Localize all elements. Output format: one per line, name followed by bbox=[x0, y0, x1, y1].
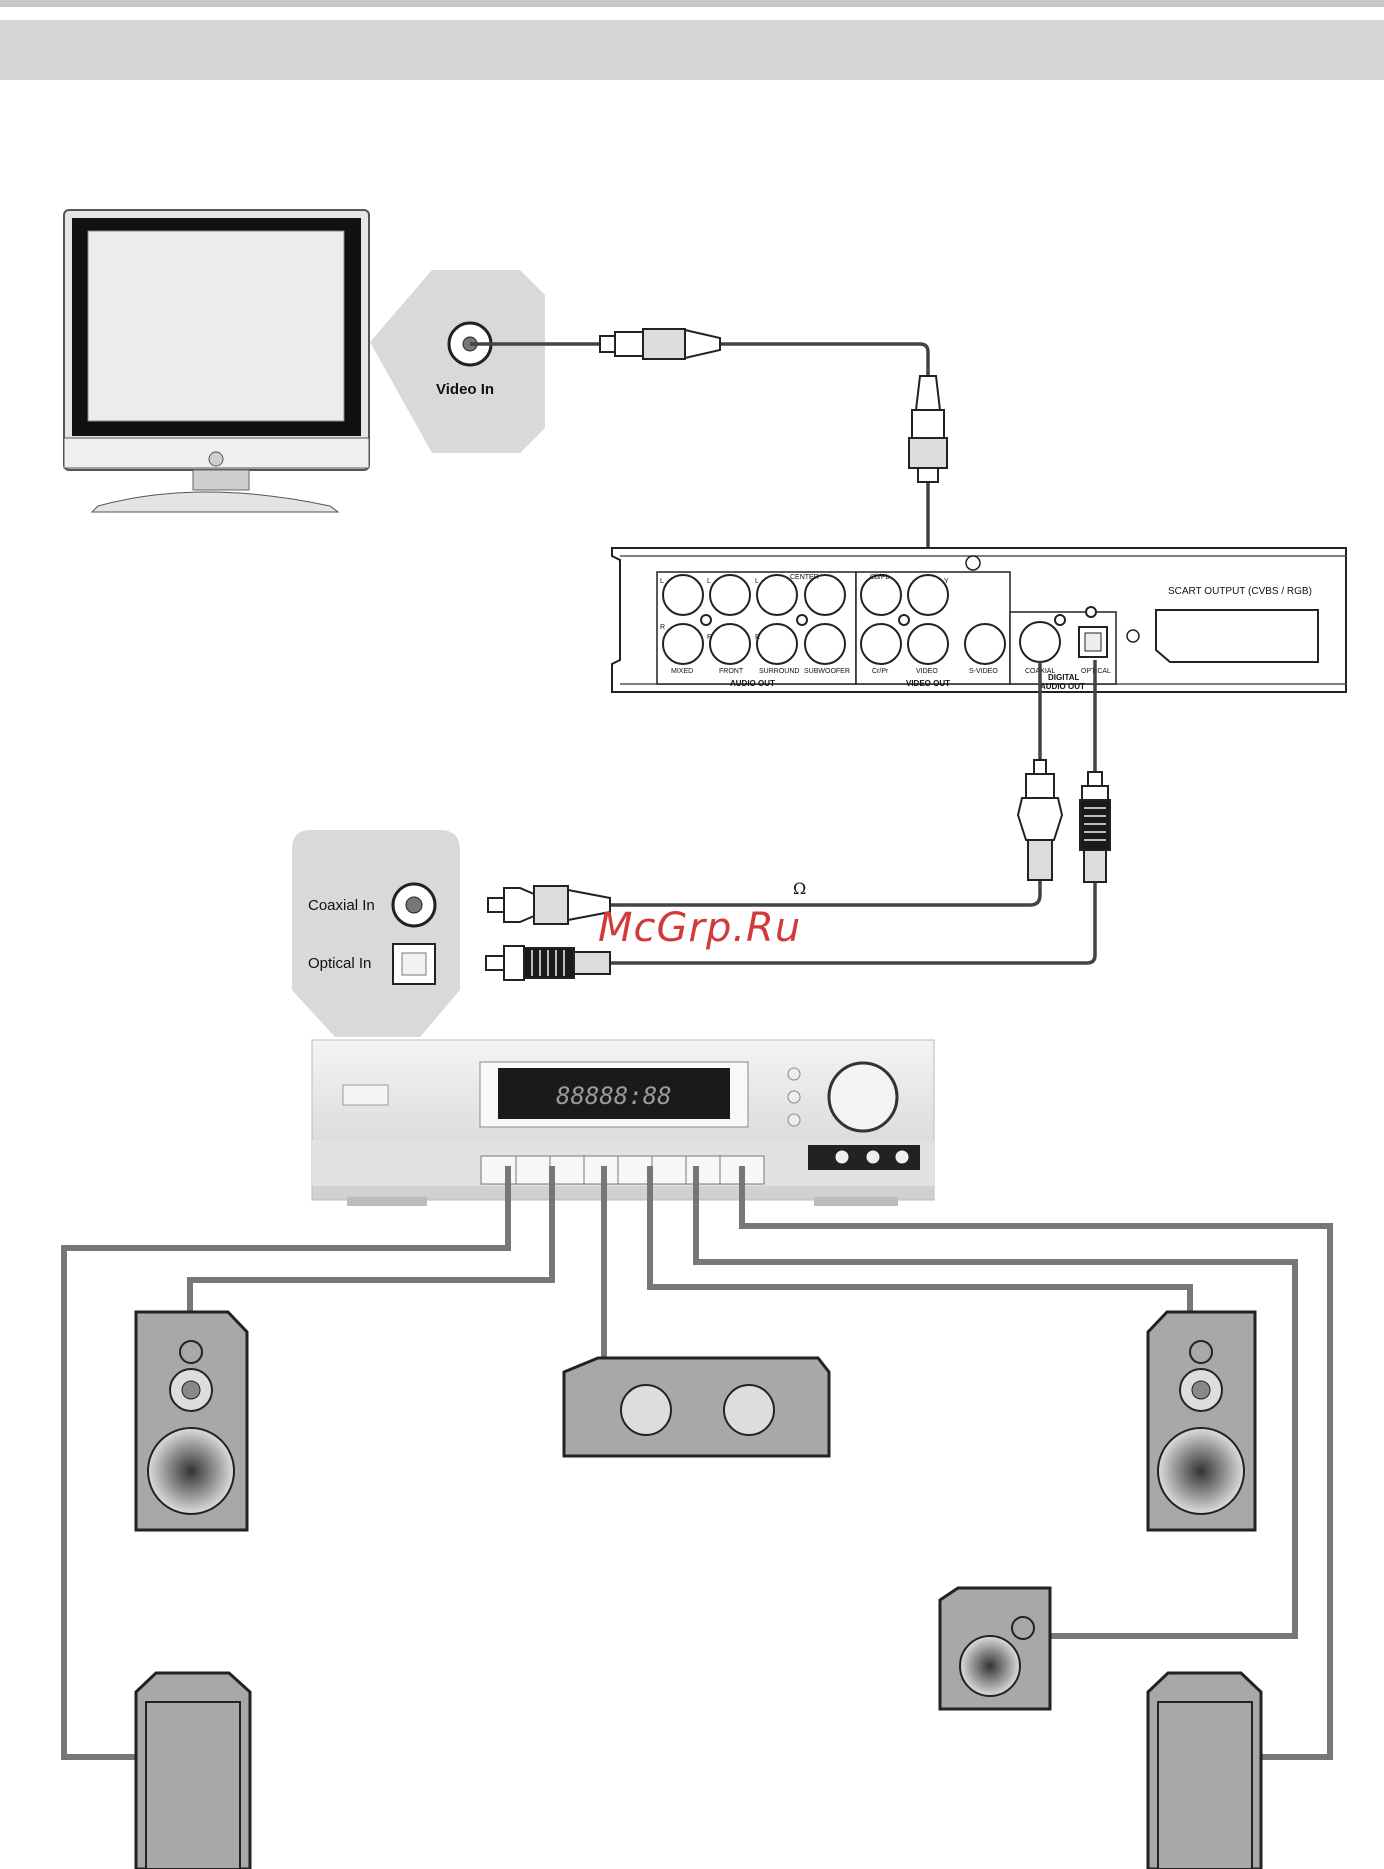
tv-neck bbox=[193, 470, 249, 490]
audio-out-label: AUDIO OUT bbox=[730, 679, 775, 688]
receiver-volume-knob bbox=[829, 1063, 897, 1131]
coaxial-in-label: Coaxial In bbox=[308, 897, 375, 914]
jack-label-surround: SURROUND bbox=[759, 668, 799, 675]
subwoofer bbox=[940, 1588, 1050, 1709]
jack-label-front: FRONT bbox=[719, 668, 744, 675]
front-right-speaker bbox=[1148, 1312, 1255, 1530]
cable-symbol: Ω bbox=[793, 879, 806, 898]
jack-label-svideo: S-VIDEO bbox=[969, 668, 998, 675]
watermark: McGrp.Ru bbox=[598, 905, 801, 951]
digital-out-label-2: AUDIO OUT bbox=[1040, 682, 1085, 691]
jack-label-video: VIDEO bbox=[916, 668, 938, 675]
scart-connector bbox=[1156, 610, 1318, 662]
center-speaker bbox=[564, 1358, 829, 1456]
av-receiver: 88888:88 bbox=[312, 1040, 934, 1206]
jack-label-mixed: MIXED bbox=[671, 668, 693, 675]
front-right-woofer-icon bbox=[1158, 1428, 1244, 1514]
dvd-rear-panel: L L L CENTER R R R MIXED FRONT SURROUND … bbox=[612, 548, 1346, 692]
dvd-screw-hole-right bbox=[1127, 630, 1139, 642]
jack-label-subwoofer: SUBWOOFER bbox=[804, 668, 850, 675]
front-left-speaker bbox=[136, 1312, 247, 1530]
optical-in-label: Optical In bbox=[308, 955, 371, 972]
jack-label-l3: L bbox=[755, 578, 759, 585]
receiver-callout: Coaxial In Optical In bbox=[292, 830, 460, 1037]
subwoofer-cone-icon bbox=[960, 1636, 1020, 1696]
tv-stand bbox=[92, 492, 338, 512]
front-right-tweeter-icon bbox=[1190, 1341, 1212, 1363]
jack-label-center: CENTER bbox=[790, 574, 819, 581]
surround-left-speaker bbox=[136, 1673, 250, 1869]
rca-plug-tv-side bbox=[600, 329, 720, 359]
video-out-label: VIDEO OUT bbox=[906, 679, 950, 688]
jack-label-y: Y bbox=[944, 578, 949, 585]
optical-in-jack-inner bbox=[402, 953, 426, 975]
jack-label-r1: R bbox=[660, 624, 665, 631]
front-left-tweeter-icon bbox=[180, 1341, 202, 1363]
jack-label-l2: L bbox=[707, 578, 711, 585]
tv-screen bbox=[88, 231, 344, 421]
front-left-woofer-icon bbox=[148, 1428, 234, 1514]
jack-label-crpr: Cr/Pr bbox=[872, 668, 889, 675]
receiver-display-text: 88888:88 bbox=[556, 1082, 672, 1110]
coaxial-plug-dvd-side bbox=[1018, 760, 1062, 880]
optical-plug-receiver-side bbox=[486, 946, 610, 980]
coaxial-cable bbox=[610, 662, 1040, 905]
tv-power-button bbox=[209, 452, 223, 466]
rca-plug-dvd-side bbox=[909, 376, 947, 482]
scart-label: SCART OUTPUT (CVBS / RGB) bbox=[1168, 586, 1312, 597]
digital-out-label-1: DIGITAL bbox=[1048, 673, 1080, 682]
coaxial-in-pin bbox=[406, 897, 422, 913]
surround-right-speaker bbox=[1148, 1673, 1261, 1869]
jack-label-l1: L bbox=[660, 578, 664, 585]
tv-monitor: Video In bbox=[64, 210, 545, 512]
coaxial-plug-receiver-side bbox=[488, 886, 610, 924]
video-in-label: Video In bbox=[436, 381, 494, 398]
speaker-wires bbox=[64, 1166, 1330, 1757]
jack-label-r2: R bbox=[707, 634, 712, 641]
optical-plug-dvd-side bbox=[1080, 772, 1110, 882]
jack-label-cbpb: Cb/Pb bbox=[870, 574, 890, 581]
jack-label-r3: R bbox=[755, 634, 760, 641]
dvd-screw-hole bbox=[966, 556, 980, 570]
